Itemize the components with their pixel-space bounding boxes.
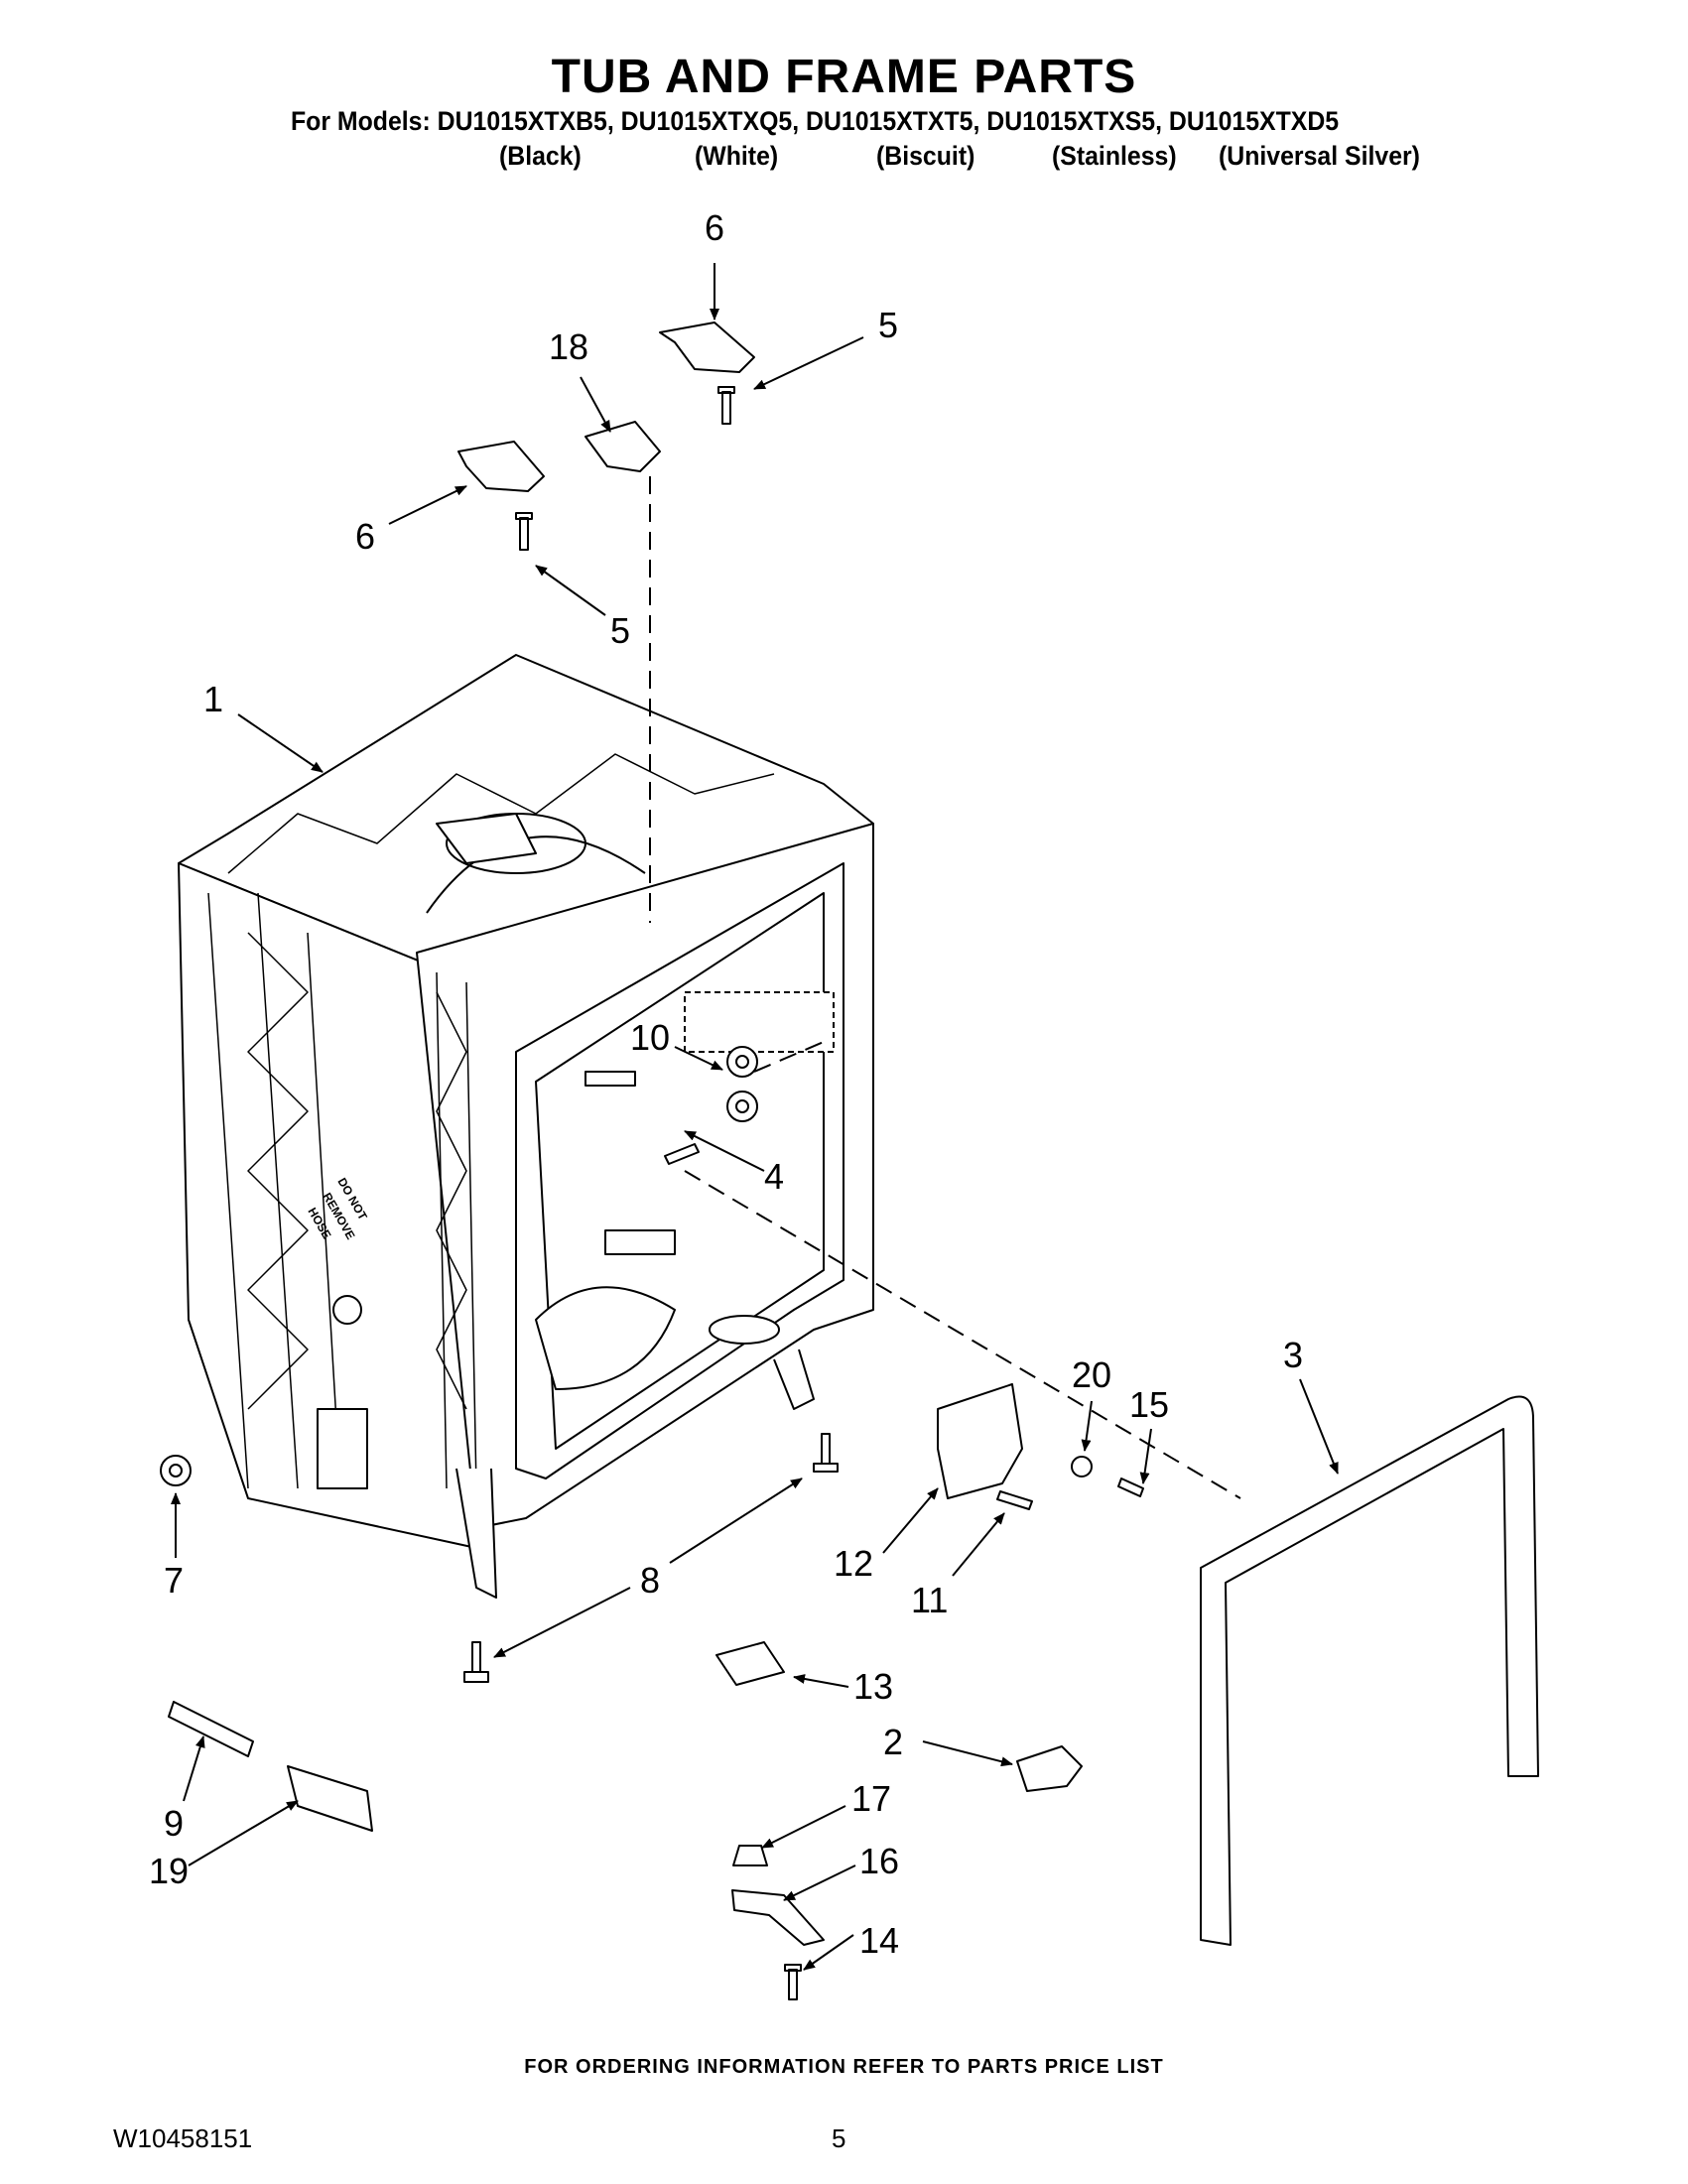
door-gasket-part xyxy=(1200,1395,1539,1946)
clip-part xyxy=(584,421,661,472)
screw-left-part xyxy=(515,512,533,551)
leader-2 xyxy=(922,1740,1013,1767)
callout-16: 16 xyxy=(859,1841,899,1881)
callout-15: 15 xyxy=(1129,1384,1169,1425)
page-title: TUB AND FRAME PARTS xyxy=(551,51,1137,103)
leader-11 xyxy=(952,1512,1005,1577)
page-number: 5 xyxy=(832,2123,846,2153)
left-bracket-part xyxy=(457,441,545,492)
leader-13 xyxy=(793,1674,849,1688)
callout-14: 14 xyxy=(859,1920,899,1961)
leader-10 xyxy=(674,1046,723,1071)
callout-20: 20 xyxy=(1072,1354,1111,1395)
callout-1: 1 xyxy=(203,679,223,719)
leader-8-right xyxy=(669,1477,803,1564)
shield-part xyxy=(715,1641,785,1686)
callout-5-left: 5 xyxy=(610,610,630,651)
leader-14 xyxy=(803,1934,854,1971)
leader-6-left xyxy=(388,485,467,525)
callout-8: 8 xyxy=(640,1560,660,1601)
callout-9: 9 xyxy=(164,1803,184,1844)
leader-1 xyxy=(237,713,324,773)
leader-8-left xyxy=(493,1587,631,1658)
callout-18: 18 xyxy=(549,326,588,367)
tub-assembly xyxy=(178,654,874,1599)
screw-15-part xyxy=(1117,1477,1144,1497)
callout-6-top: 6 xyxy=(705,207,724,248)
leader-19 xyxy=(188,1800,299,1866)
screw-14-part xyxy=(784,1964,802,2000)
spring-part xyxy=(168,1701,254,1757)
callout-6-left: 6 xyxy=(355,516,375,557)
leader-4 xyxy=(684,1130,765,1172)
callout-13: 13 xyxy=(853,1666,893,1707)
screw-11-part xyxy=(996,1490,1033,1510)
color-black: (Black) xyxy=(499,141,582,171)
callout-3: 3 xyxy=(1283,1335,1303,1375)
leader-9 xyxy=(183,1735,205,1802)
color-stainless: (Stainless) xyxy=(1052,141,1177,171)
leader-16 xyxy=(783,1864,856,1901)
callout-17: 17 xyxy=(851,1778,891,1819)
callout-11: 11 xyxy=(911,1580,948,1620)
callout-10: 10 xyxy=(630,1017,670,1058)
assembly-line-spacer xyxy=(753,1041,825,1073)
screw-4-part xyxy=(664,1143,700,1165)
mounting-bracket-part xyxy=(937,1383,1023,1499)
color-biscuit: (Biscuit) xyxy=(876,141,975,171)
latch-part xyxy=(1016,1745,1083,1792)
leader-5-top xyxy=(753,336,864,390)
callout-5-top: 5 xyxy=(878,305,898,345)
glide-left-part xyxy=(463,1641,489,1683)
leader-3 xyxy=(1299,1378,1339,1475)
callout-19: 19 xyxy=(149,1851,189,1891)
screw-top-part xyxy=(717,386,735,425)
glide-right-part xyxy=(813,1433,839,1473)
document-number: W10458151 xyxy=(113,2123,253,2153)
ordering-note: FOR ORDERING INFORMATION REFER TO PARTS … xyxy=(524,2056,1164,2078)
pad-part xyxy=(287,1765,373,1832)
leader-17 xyxy=(761,1805,846,1849)
models-line: For Models: DU1015XTXB5, DU1015XTXQ5, DU… xyxy=(291,106,1340,136)
washer-part xyxy=(1071,1456,1093,1477)
leader-5-left xyxy=(535,565,606,616)
bracket-16-part xyxy=(731,1889,825,1946)
leader-15 xyxy=(1139,1428,1152,1484)
callout-2: 2 xyxy=(883,1722,903,1762)
leader-20 xyxy=(1081,1400,1093,1452)
leader-18 xyxy=(580,376,611,433)
callout-12: 12 xyxy=(834,1543,873,1584)
top-bracket-part xyxy=(659,321,755,373)
color-white: (White) xyxy=(695,141,779,171)
callout-4: 4 xyxy=(764,1156,784,1197)
callout-7: 7 xyxy=(164,1560,184,1601)
leader-12 xyxy=(882,1487,939,1554)
clip-17-part xyxy=(732,1845,768,1866)
assembly-line-bracket xyxy=(684,1170,1241,1499)
color-universal-silver: (Universal Silver) xyxy=(1219,141,1420,171)
